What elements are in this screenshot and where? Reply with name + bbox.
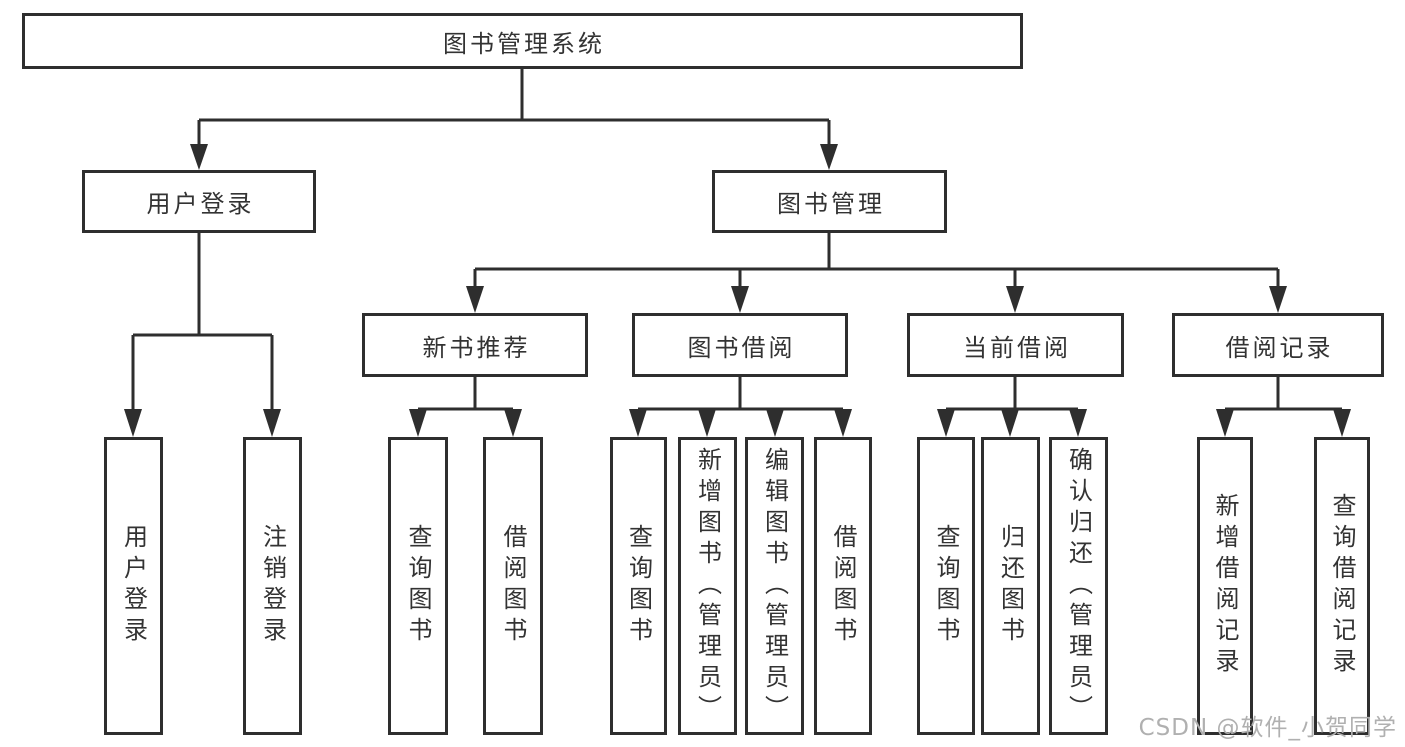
leaf-query-books-2: 查询图书 bbox=[610, 437, 667, 735]
leaf-label: 查询图书 bbox=[932, 524, 960, 648]
leaf-label: 借阅图书 bbox=[499, 524, 527, 648]
node-label: 图书管理系统 bbox=[443, 29, 605, 58]
node-root: 图书管理系统 bbox=[22, 13, 1023, 69]
arrow-down-icon bbox=[409, 409, 427, 437]
arrow-down-icon bbox=[820, 144, 838, 170]
arrow-down-icon bbox=[731, 286, 749, 313]
watermark: CSDN @软件_小贺同学 bbox=[1138, 715, 1397, 741]
leaf-logout: 注销登录 bbox=[243, 437, 302, 735]
arrow-down-icon bbox=[629, 409, 647, 437]
leaf-label: 新增图书（管理员） bbox=[693, 446, 722, 726]
arrow-down-icon bbox=[124, 409, 142, 437]
leaf-label: 确认归还（管理员） bbox=[1064, 446, 1093, 726]
arrow-down-icon bbox=[1001, 409, 1019, 437]
leaf-label: 用户登录 bbox=[119, 524, 148, 648]
node-label: 图书管理 bbox=[777, 190, 885, 218]
node-label: 借阅记录 bbox=[1225, 333, 1334, 362]
node-label: 用户登录 bbox=[146, 190, 255, 218]
arrow-down-icon bbox=[834, 409, 852, 437]
arrow-down-icon bbox=[1069, 409, 1087, 437]
leaf-label: 查询图书 bbox=[624, 524, 653, 648]
leaf-label: 编辑图书（管理员） bbox=[760, 446, 789, 726]
node-current-borrowing: 当前借阅 bbox=[907, 313, 1124, 377]
arrow-down-icon bbox=[937, 409, 955, 437]
arrow-down-icon bbox=[466, 286, 484, 313]
leaf-add-book-admin: 新增图书（管理员） bbox=[678, 437, 737, 735]
arrow-down-icon bbox=[263, 409, 281, 437]
arrow-down-icon bbox=[698, 409, 716, 437]
leaf-user-login: 用户登录 bbox=[104, 437, 163, 735]
connector-book-management bbox=[473, 233, 1280, 288]
connector-user-login bbox=[131, 233, 274, 411]
node-new-book-recommend: 新书推荐 bbox=[362, 313, 588, 377]
connector-current-borrowing bbox=[946, 377, 1078, 411]
arrow-down-icon bbox=[1269, 286, 1287, 313]
leaf-label: 新增借阅记录 bbox=[1211, 493, 1239, 679]
arrow-down-icon bbox=[190, 144, 208, 170]
arrow-down-icon bbox=[1216, 409, 1234, 437]
leaf-edit-book-admin: 编辑图书（管理员） bbox=[745, 437, 804, 735]
leaf-label: 借阅图书 bbox=[829, 524, 857, 648]
leaf-borrow-books-1: 借阅图书 bbox=[483, 437, 543, 735]
node-label: 新书推荐 bbox=[422, 333, 531, 362]
leaf-label: 查询借阅记录 bbox=[1328, 493, 1356, 679]
arrow-down-icon bbox=[1006, 286, 1024, 313]
node-borrow-records: 借阅记录 bbox=[1172, 313, 1384, 377]
leaf-return-book: 归还图书 bbox=[981, 437, 1040, 735]
leaf-label: 查询图书 bbox=[404, 524, 432, 648]
node-user-login: 用户登录 bbox=[82, 170, 316, 233]
connector-new-book-recommend bbox=[418, 377, 513, 411]
connector-borrow-records bbox=[1225, 377, 1342, 411]
connector-root bbox=[197, 69, 831, 146]
leaf-query-books-1: 查询图书 bbox=[388, 437, 448, 735]
node-label: 图书借阅 bbox=[687, 333, 796, 362]
node-book-borrowing: 图书借阅 bbox=[632, 313, 848, 377]
connector-book-borrowing bbox=[638, 377, 843, 411]
node-label: 当前借阅 bbox=[963, 333, 1071, 362]
leaf-borrow-books-2: 借阅图书 bbox=[814, 437, 872, 735]
node-book-management: 图书管理 bbox=[712, 170, 947, 233]
leaf-query-borrow-record: 查询借阅记录 bbox=[1314, 437, 1370, 735]
leaf-add-borrow-record: 新增借阅记录 bbox=[1197, 437, 1253, 735]
arrow-down-icon bbox=[504, 409, 522, 437]
arrow-down-icon bbox=[766, 409, 784, 437]
leaf-label: 归还图书 bbox=[996, 524, 1025, 648]
leaf-label: 注销登录 bbox=[258, 524, 287, 648]
arrow-down-icon bbox=[1333, 409, 1351, 437]
leaf-confirm-return-admin: 确认归还（管理员） bbox=[1049, 437, 1108, 735]
leaf-query-books-3: 查询图书 bbox=[917, 437, 975, 735]
